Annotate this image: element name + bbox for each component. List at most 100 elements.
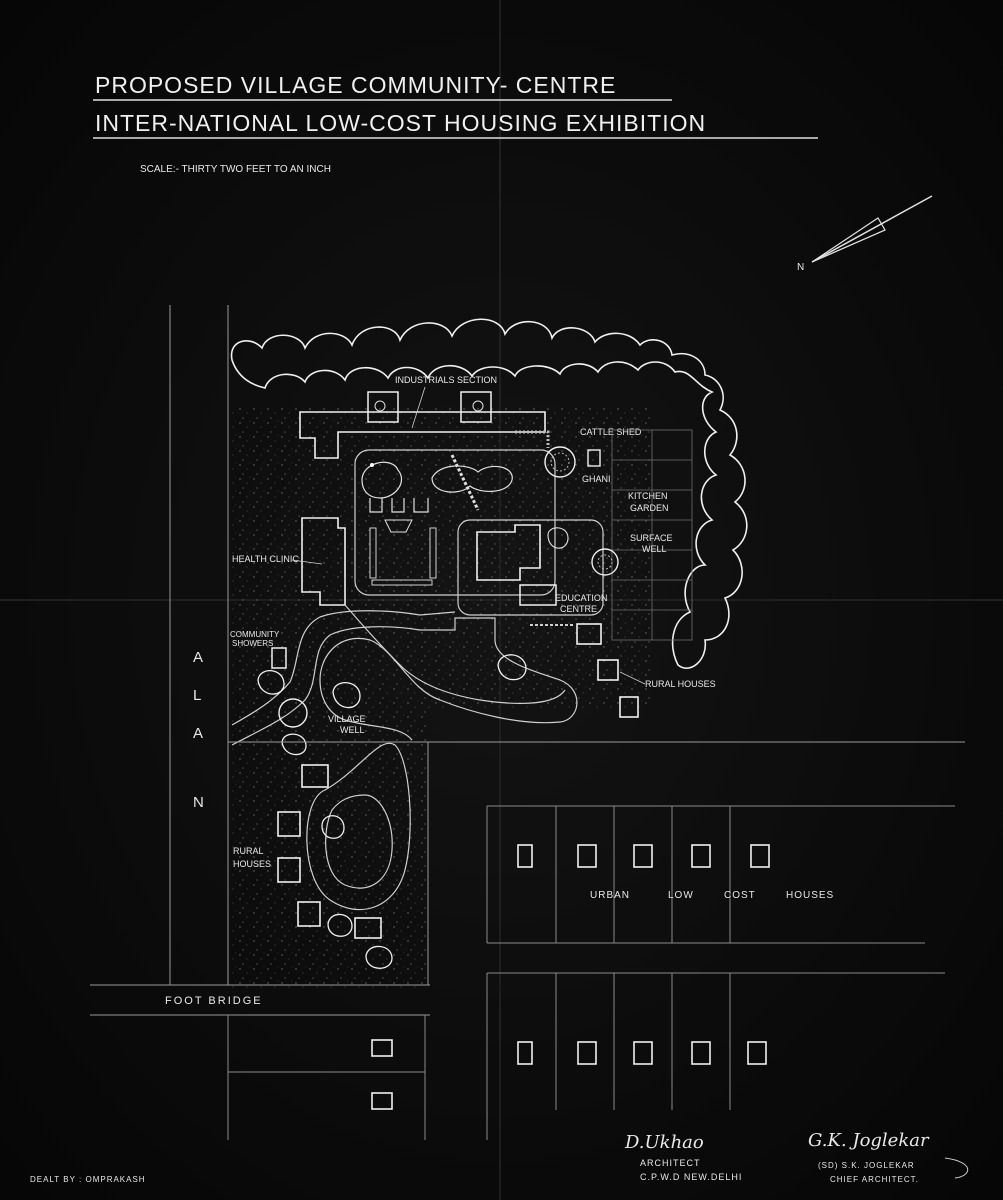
south-ground (232, 708, 428, 988)
north-arrow-icon: N (797, 195, 933, 273)
label-surface: SURFACE (630, 533, 673, 543)
rural-house-r2 (597, 659, 619, 681)
industrials-kiln-1 (367, 391, 399, 423)
cpwd-note: C.P.W.D NEW.DELHI (640, 1172, 742, 1182)
village-well-icon (278, 698, 308, 728)
oval-path-inner (325, 794, 393, 889)
brick-wall (515, 430, 550, 448)
urban-house-u4 (691, 844, 711, 868)
community-showers-building (271, 647, 287, 669)
sw-house-2 (371, 1092, 393, 1110)
education-centre-building (476, 524, 541, 581)
dealt-by-note: DEALT BY : OMPRAKASH (30, 1175, 146, 1184)
kiln-2-icon (472, 400, 484, 412)
lawn-tree-3 (257, 670, 285, 695)
hedge-right (429, 527, 437, 579)
label-rural: RURAL (233, 846, 264, 856)
label-industrials-section: INDUSTRIALS SECTION (395, 375, 497, 385)
chief-architect-title: CHIEF ARCHITECT. (830, 1175, 919, 1184)
rural-house-s1 (301, 764, 329, 788)
label-garden: GARDEN (630, 503, 669, 513)
sw-house-1 (371, 1039, 393, 1057)
urban-house-l1 (517, 1041, 533, 1065)
lawn-tree-1 (497, 654, 527, 681)
label-kitchen: KITCHEN (628, 491, 668, 501)
surface-well-inner (597, 554, 613, 570)
south-tree-1 (327, 913, 353, 937)
label-cost: COST (724, 890, 756, 901)
label-ghani: GHANI (582, 474, 611, 484)
architect-title: ARCHITECT (640, 1158, 701, 1168)
kitchen-garden-grid (611, 429, 693, 641)
southwest-plots (227, 1015, 426, 1140)
signature-flourish (944, 1157, 969, 1179)
nala-letter-a2: A (193, 725, 203, 742)
label-houses: HOUSES (233, 859, 271, 869)
label-health-clinic: HEALTH CLINIC (232, 554, 299, 564)
rural-house-s4 (297, 901, 321, 927)
ghani-wheel-icon (544, 446, 576, 478)
label-community: COMMUNITY (230, 630, 280, 639)
tree-belt-outline (230, 318, 748, 669)
ghani-inner (550, 452, 570, 472)
label-urban: URBAN (590, 890, 630, 901)
urban-house-l5 (747, 1041, 767, 1065)
label-education: EDUCATION (555, 593, 607, 603)
rural-house-s3 (277, 857, 301, 883)
chief-architect-name: (SD) S.K. JOGLEKAR (818, 1161, 915, 1170)
label-rural-houses-right: RURAL HOUSES (645, 679, 716, 689)
south-tree-2 (365, 945, 393, 969)
tree-1-dot (370, 463, 374, 467)
rural-house-r3 (619, 696, 639, 718)
urban-house-u5 (750, 844, 770, 868)
urban-house-l4 (691, 1041, 711, 1065)
nala-letter-l: L (193, 687, 201, 704)
rural-house-s5 (354, 917, 382, 939)
education-yard (457, 519, 604, 616)
label-centre: CENTRE (560, 604, 597, 614)
industrials-leader (411, 386, 426, 429)
courtyard-outline (354, 449, 556, 596)
label-foot-bridge: FOOT BRIDGE (165, 995, 263, 1007)
urban-plots-lower (486, 972, 945, 1140)
oval-tree (321, 815, 345, 839)
urban-house-u2 (577, 844, 597, 868)
label-low: LOW (668, 890, 694, 901)
courtyard-benches (369, 498, 429, 513)
scale-note: SCALE:- THIRTY TWO FEET TO AN INCH (140, 164, 331, 175)
industrials-kiln-2 (460, 391, 492, 423)
lawn-tree-2 (332, 682, 361, 709)
path-main-inner (231, 610, 456, 726)
label-cattle-shed: CATTLE SHED (580, 427, 642, 437)
industrials-section-building (299, 411, 546, 459)
rural-house-r1 (576, 623, 602, 645)
lawn-tree-4 (281, 733, 307, 756)
rural-house-s2 (277, 811, 301, 837)
rural-houses-leader (619, 671, 646, 685)
signature-left: D.Ukhao (624, 1132, 704, 1153)
label-village-well: WELL (340, 725, 365, 735)
nala-letter-a1: A (193, 649, 203, 666)
cattle-shed-building (587, 449, 601, 467)
nala-letter-n: N (193, 794, 204, 811)
label-showers: SHOWERS (232, 639, 273, 648)
title-line1: PROPOSED VILLAGE COMMUNITY- CENTRE (95, 72, 616, 98)
hedge-bottom (371, 579, 433, 586)
pond-path (450, 454, 480, 511)
title-line2: INTER-NATIONAL LOW-COST HOUSING EXHIBITI… (95, 110, 706, 136)
oval-path-outer (306, 742, 411, 911)
surface-well-icon (591, 548, 619, 576)
urban-house-l3 (633, 1041, 653, 1065)
path-main-outer (231, 617, 578, 746)
education-tree (547, 527, 569, 549)
path-loop (344, 604, 566, 704)
dragonfly-pond (431, 465, 513, 493)
label-village: VILLAGE (328, 714, 366, 724)
health-clinic-leader (291, 559, 323, 565)
education-annex (519, 584, 557, 606)
courtyard-tree-1 (361, 461, 403, 499)
hedge-left (369, 527, 377, 579)
urban-house-l2 (577, 1041, 597, 1065)
signature-right: G.K. Joglekar (808, 1130, 930, 1151)
